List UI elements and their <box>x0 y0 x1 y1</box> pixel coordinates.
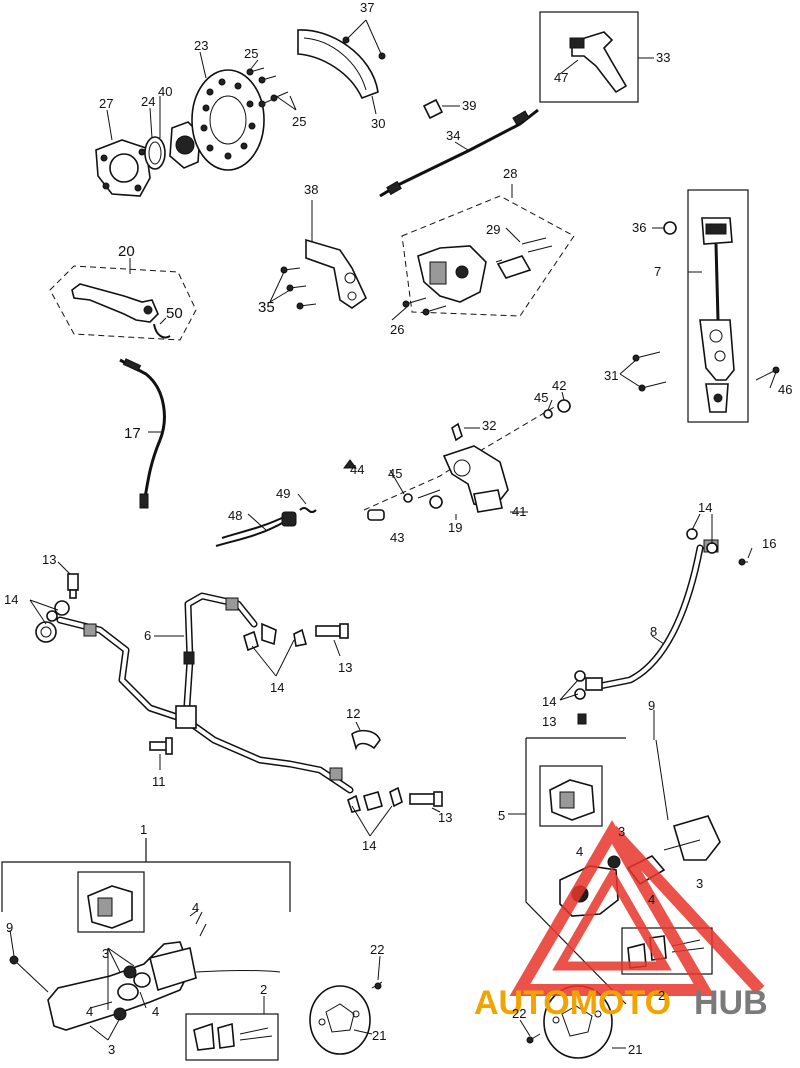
callout-22-left: 22 <box>370 942 384 957</box>
callout-37: 37 <box>360 0 374 15</box>
callout-14-left: 14 <box>4 592 18 607</box>
callout-45-left: 45 <box>388 466 402 481</box>
callout-27: 27 <box>99 96 113 111</box>
callout-36: 36 <box>632 220 646 235</box>
callout-44: 44 <box>350 462 364 477</box>
callout-38: 38 <box>304 182 318 197</box>
callout-32: 32 <box>482 418 496 433</box>
callout-46: 46 <box>778 382 792 397</box>
callout-13-top-left: 13 <box>42 552 56 567</box>
callout-22-right: 22 <box>512 1006 526 1021</box>
callout-4-left-top: 4 <box>192 900 199 915</box>
callout-9-left: 9 <box>6 920 13 935</box>
callout-1: 1 <box>140 822 147 837</box>
callout-24: 24 <box>141 94 155 109</box>
callout-45-right: 45 <box>534 390 548 405</box>
callout-41: 41 <box>512 504 526 519</box>
callout-4-right: 4 <box>648 892 655 907</box>
callout-23: 23 <box>194 38 208 53</box>
callout-19: 19 <box>448 520 462 535</box>
callout-2-left: 2 <box>260 982 267 997</box>
callout-49: 49 <box>276 486 290 501</box>
callout-29: 29 <box>486 222 500 237</box>
callout-3-right: 3 <box>696 876 703 891</box>
watermark-text-primary: AUTOMOTO <box>474 984 671 1022</box>
callout-4-left: 4 <box>86 1004 93 1019</box>
callout-30: 30 <box>371 116 385 131</box>
callout-13-right: 13 <box>542 714 556 729</box>
callout-43: 43 <box>390 530 404 545</box>
callout-4-left-mid: 4 <box>152 1004 159 1019</box>
callout-3-right-top: 3 <box>618 824 625 839</box>
callout-12: 12 <box>346 706 360 721</box>
callout-4-right-top: 4 <box>576 844 583 859</box>
callout-33: 33 <box>656 50 670 65</box>
callout-14-bottom: 14 <box>362 838 376 853</box>
callout-42: 42 <box>552 378 566 393</box>
watermark-logo <box>509 820 765 996</box>
callout-25-top: 25 <box>244 46 258 61</box>
callout-21-right: 21 <box>628 1042 642 1057</box>
rear-hub-assembly <box>95 19 386 197</box>
callout-14-middle: 14 <box>270 680 284 695</box>
callout-34: 34 <box>446 128 460 143</box>
callout-31: 31 <box>604 368 618 383</box>
watermark-text-secondary: HUB <box>694 984 768 1022</box>
callout-7: 7 <box>654 264 661 279</box>
brake-line-front <box>56 592 354 794</box>
callout-25-bottom: 25 <box>292 114 306 129</box>
callout-14-right-top: 14 <box>698 500 712 515</box>
callout-35: 35 <box>258 299 275 316</box>
callout-2-right: 2 <box>658 988 665 1003</box>
callout-26: 26 <box>390 322 404 337</box>
callout-21-left: 21 <box>372 1028 386 1043</box>
callout-48: 48 <box>228 508 242 523</box>
callout-13-bottom: 13 <box>438 810 452 825</box>
callout-39: 39 <box>462 98 476 113</box>
callout-3-left-bottom: 3 <box>108 1042 115 1057</box>
callout-6: 6 <box>144 628 151 643</box>
callout-28: 28 <box>503 166 517 181</box>
callout-5: 5 <box>498 808 505 823</box>
callout-20: 20 <box>118 243 135 260</box>
callout-50: 50 <box>166 305 183 322</box>
callout-16: 16 <box>762 536 776 551</box>
callout-14-right-bottom: 14 <box>542 694 556 709</box>
callout-8: 8 <box>650 624 657 639</box>
callout-17: 17 <box>124 425 141 442</box>
callout-40: 40 <box>158 84 172 99</box>
callout-11: 11 <box>152 774 166 789</box>
callout-9-right: 9 <box>648 698 655 713</box>
callout-13-middle: 13 <box>338 660 352 675</box>
part-callouts: 37 23 25 27 24 40 25 30 39 34 33 47 38 2… <box>4 0 792 1057</box>
callout-3-left-top: 3 <box>102 946 109 961</box>
callout-47: 47 <box>554 70 568 85</box>
